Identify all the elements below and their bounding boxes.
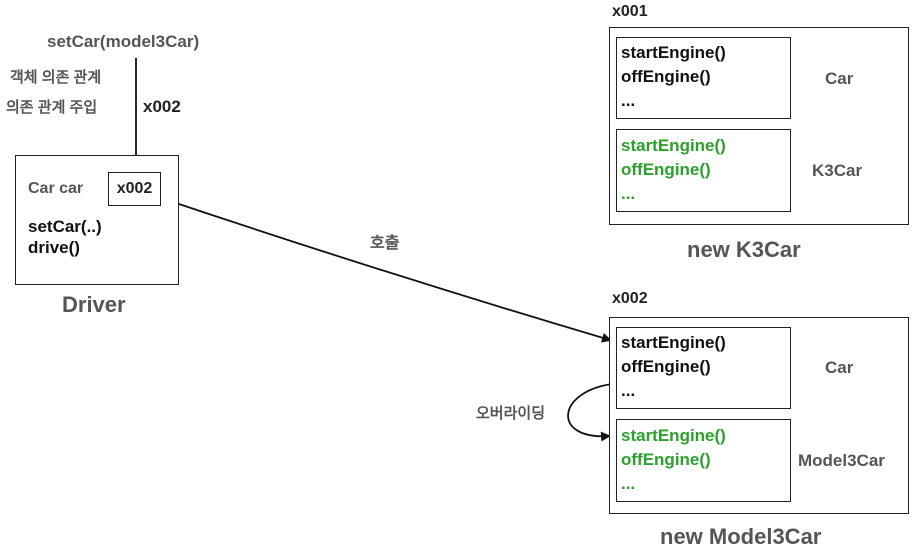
k3car-car-part: [616, 37, 791, 119]
model3car-address: x002: [612, 290, 648, 307]
call-arrow: [160, 197, 612, 343]
object-dependency-label: 객체 의존 관계: [10, 69, 102, 86]
model3car-caption: new Model3Car: [660, 524, 822, 549]
model3car-car-method-start: startEngine(): [621, 333, 726, 352]
model3car-car-part: [616, 327, 791, 409]
driver-field-label: Car car: [28, 180, 84, 197]
dependency-injection-label: 의존 관계 주입: [6, 99, 98, 116]
model3car-car-method-more: ...: [621, 381, 636, 400]
k3car-caption: new K3Car: [687, 237, 801, 262]
k3car-car-method-off: offEngine(): [621, 67, 711, 86]
model3car-sub-method-start: startEngine(): [621, 426, 726, 445]
driver-caption: Driver: [62, 292, 126, 317]
model3car-car-label: Car: [825, 358, 854, 377]
driver-field-value-box: x002: [108, 172, 161, 206]
k3car-sub-part: [616, 129, 791, 212]
k3car-sub-label: K3Car: [812, 161, 863, 180]
k3car-car-label: Car: [825, 69, 854, 88]
model3car-sub-method-more: ...: [621, 474, 636, 493]
model3car-sub-label: Model3Car: [798, 451, 885, 470]
k3car-sub-method-start: startEngine(): [621, 136, 726, 155]
driver-method-drive: drive(): [28, 238, 80, 257]
call-label: 호출: [370, 235, 400, 252]
k3car-sub-method-off: offEngine(): [621, 160, 711, 179]
injected-reference-label: x002: [143, 97, 181, 116]
model3car-sub-method-off: offEngine(): [621, 450, 711, 469]
driver-field-value: x002: [116, 180, 153, 197]
k3car-car-method-more: ...: [621, 91, 636, 110]
k3car-car-method-start: startEngine(): [621, 43, 726, 62]
override-label: 오버라이딩: [476, 405, 546, 422]
k3car-sub-method-more: ...: [621, 184, 636, 203]
k3car-address: x001: [612, 3, 648, 20]
driver-method-setcar: setCar(..): [28, 217, 102, 236]
override-arrow: [567, 383, 613, 442]
model3car-car-method-off: offEngine(): [621, 357, 711, 376]
model3car-sub-part: [616, 419, 791, 502]
set-car-call-label: setCar(model3Car): [47, 32, 200, 51]
